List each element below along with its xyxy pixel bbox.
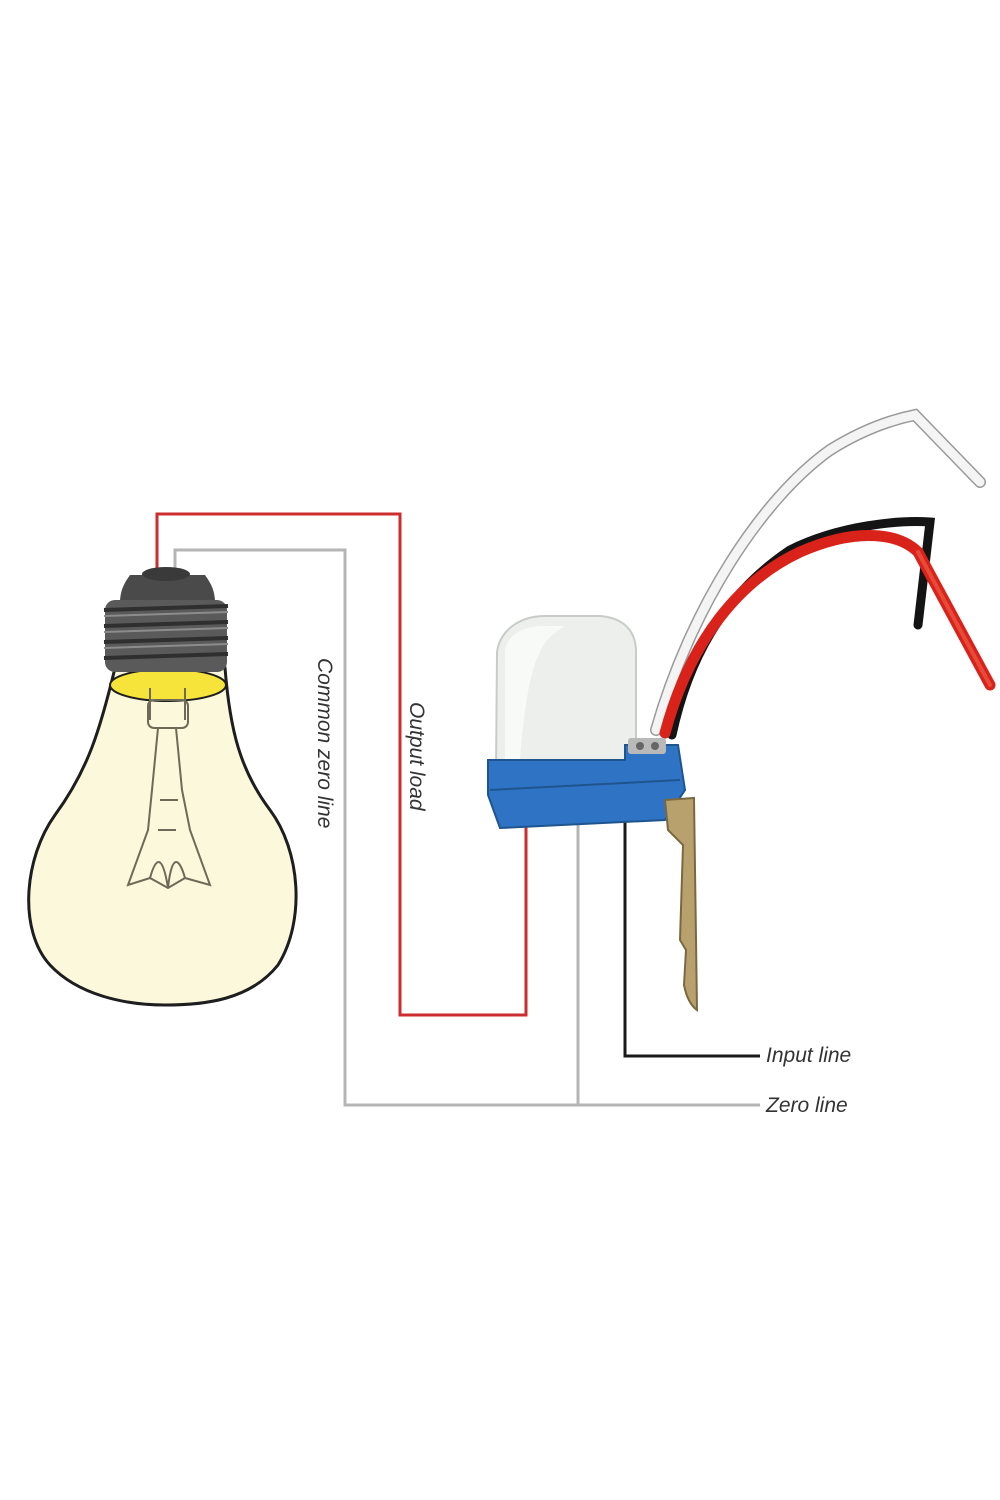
output-load-wire: [155, 512, 528, 1017]
common-zero-wire: [173, 548, 760, 1107]
sensor-mounting-bracket: [663, 796, 699, 1012]
sensor-leads: [650, 408, 996, 740]
bulb-screw-base: [103, 567, 229, 672]
light-bulb-icon: [27, 567, 298, 1007]
photocell-sensor-icon: [487, 408, 996, 1012]
input-line-wire: [623, 810, 760, 1058]
bulb-filament: [126, 688, 212, 890]
wires: [155, 512, 760, 1107]
input-line-label: Input line: [766, 1044, 851, 1067]
bulb-glass: [27, 666, 298, 1007]
bulb-glow: [109, 668, 227, 702]
output-load-label: Output load: [405, 702, 428, 812]
zero-line-label: Zero line: [765, 1094, 848, 1117]
sensor-housing: [487, 744, 687, 830]
common-zero-line-label: Common zero line: [313, 658, 336, 828]
